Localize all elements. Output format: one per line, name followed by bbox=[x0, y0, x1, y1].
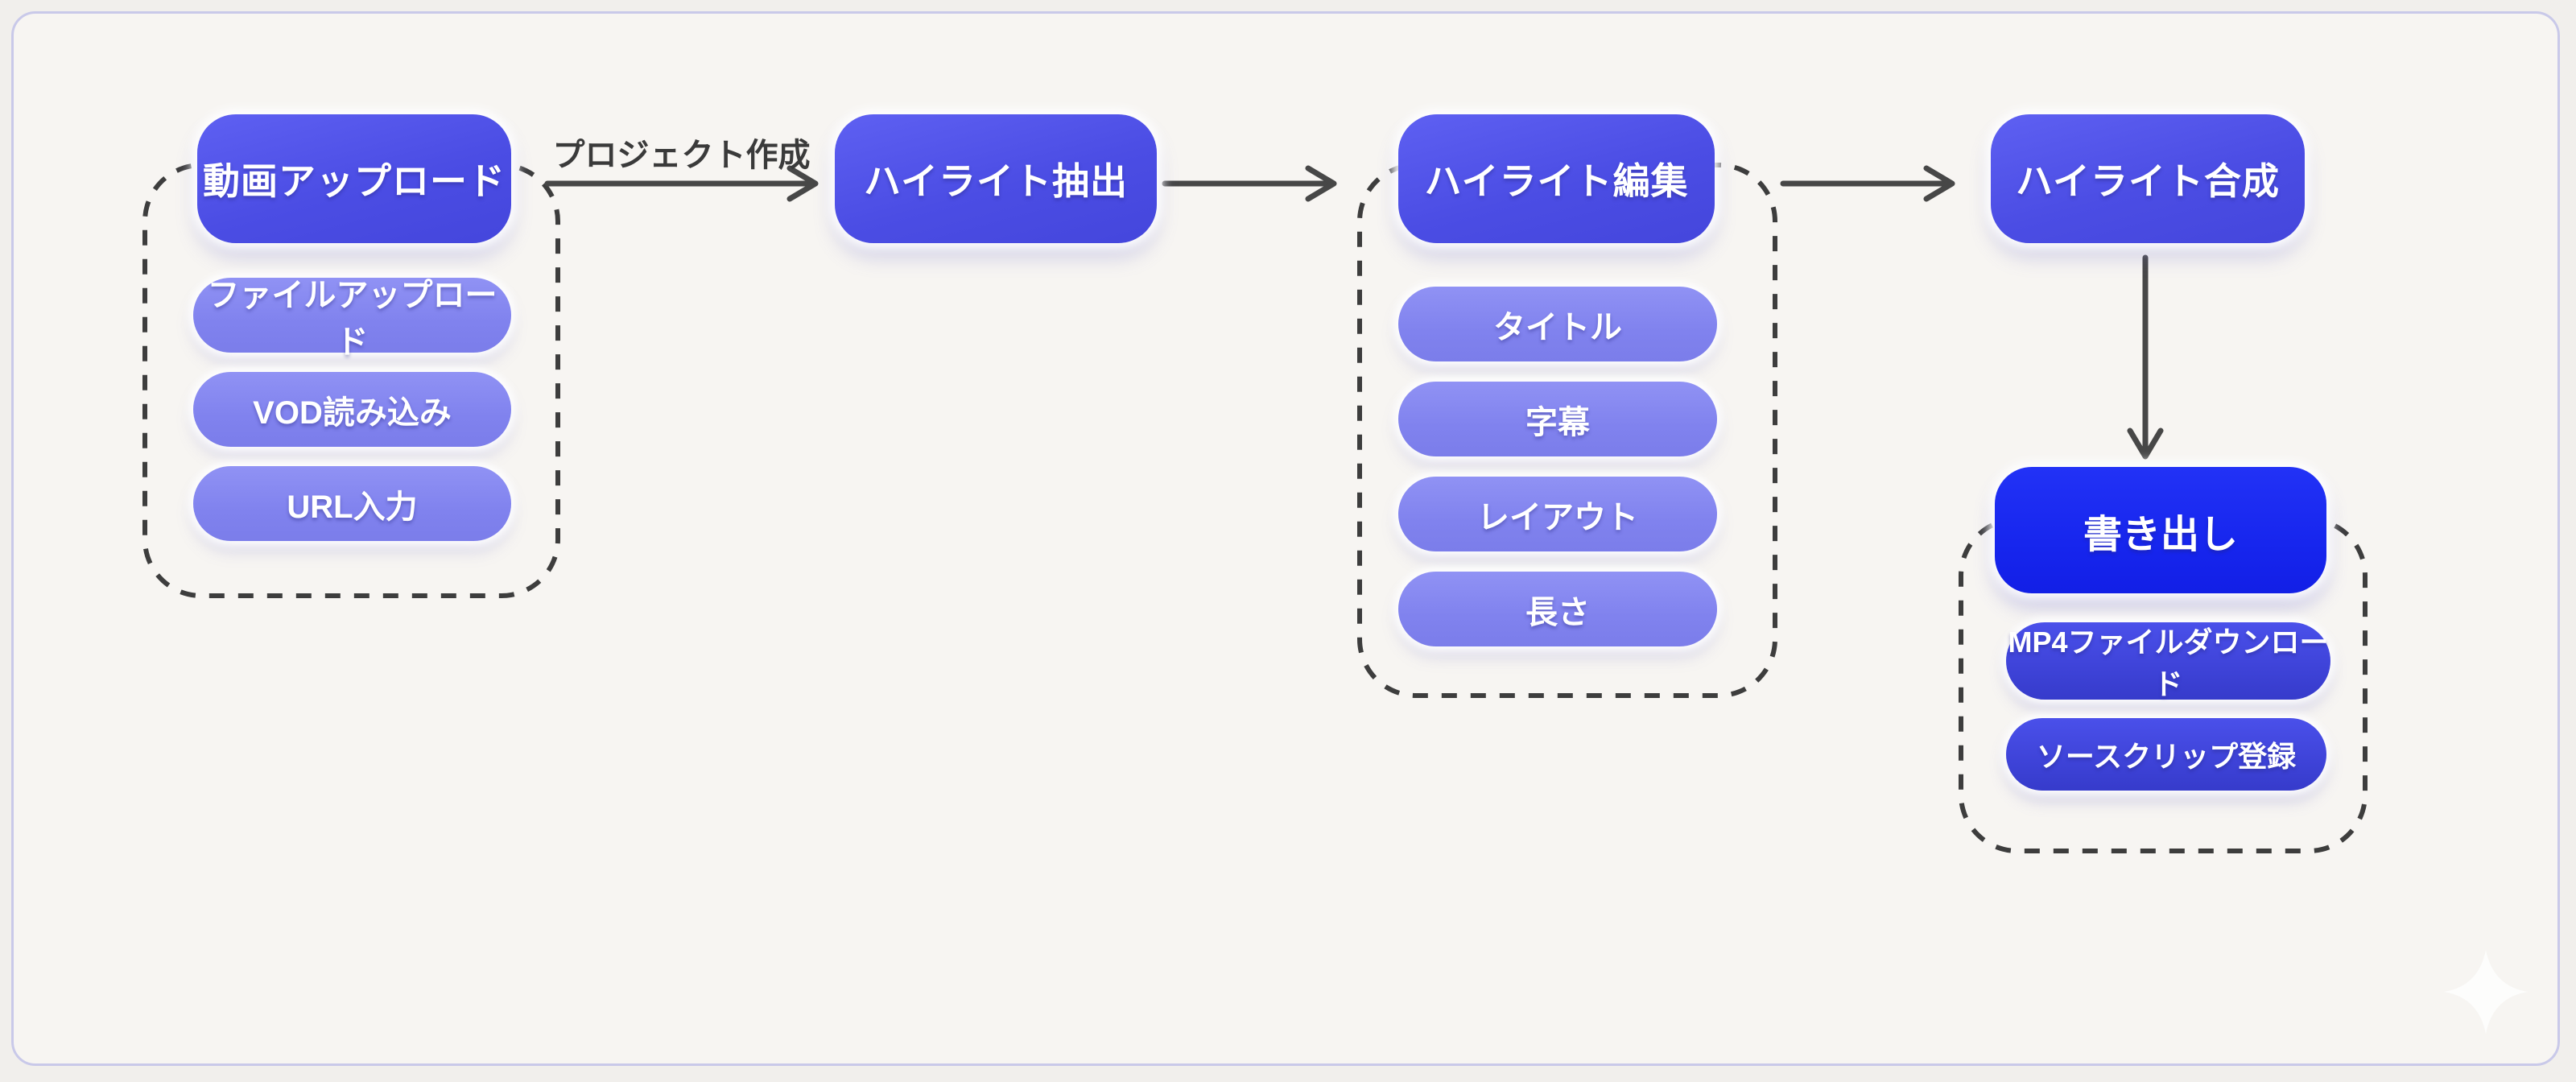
stage-export: 書き出し bbox=[1995, 467, 2326, 593]
sparkle-icon bbox=[2444, 950, 2528, 1034]
create-project-arrow-label: プロジェクト作成 bbox=[552, 138, 811, 173]
stage-highlight-edit: ハイライト編集 bbox=[1398, 114, 1715, 243]
option-source-clip-register: ソースクリップ登録 bbox=[2006, 718, 2326, 791]
option-subtitles: 字幕 bbox=[1398, 382, 1717, 456]
option-length: 長さ bbox=[1398, 572, 1717, 646]
option-url-input: URL入力 bbox=[193, 466, 511, 541]
arrow-upload-to-extract bbox=[544, 165, 819, 202]
arrow-extract-to-edit bbox=[1162, 165, 1337, 202]
arrow-edit-to-compose bbox=[1780, 165, 1955, 202]
option-layout: レイアウト bbox=[1398, 477, 1717, 551]
stage-video-upload: 動画アップロード bbox=[197, 114, 511, 243]
stage-highlight-extract: ハイライト抽出 bbox=[835, 114, 1157, 243]
option-file-upload: ファイルアップロード bbox=[193, 278, 511, 360]
option-mp4-download: MP4ファイルダウンロード bbox=[2006, 622, 2330, 700]
option-vod-import: VOD読み込み bbox=[193, 372, 511, 447]
arrow-compose-to-export bbox=[2127, 254, 2164, 460]
stage-highlight-compose: ハイライト合成 bbox=[1991, 114, 2305, 243]
option-title: タイトル bbox=[1398, 287, 1717, 361]
